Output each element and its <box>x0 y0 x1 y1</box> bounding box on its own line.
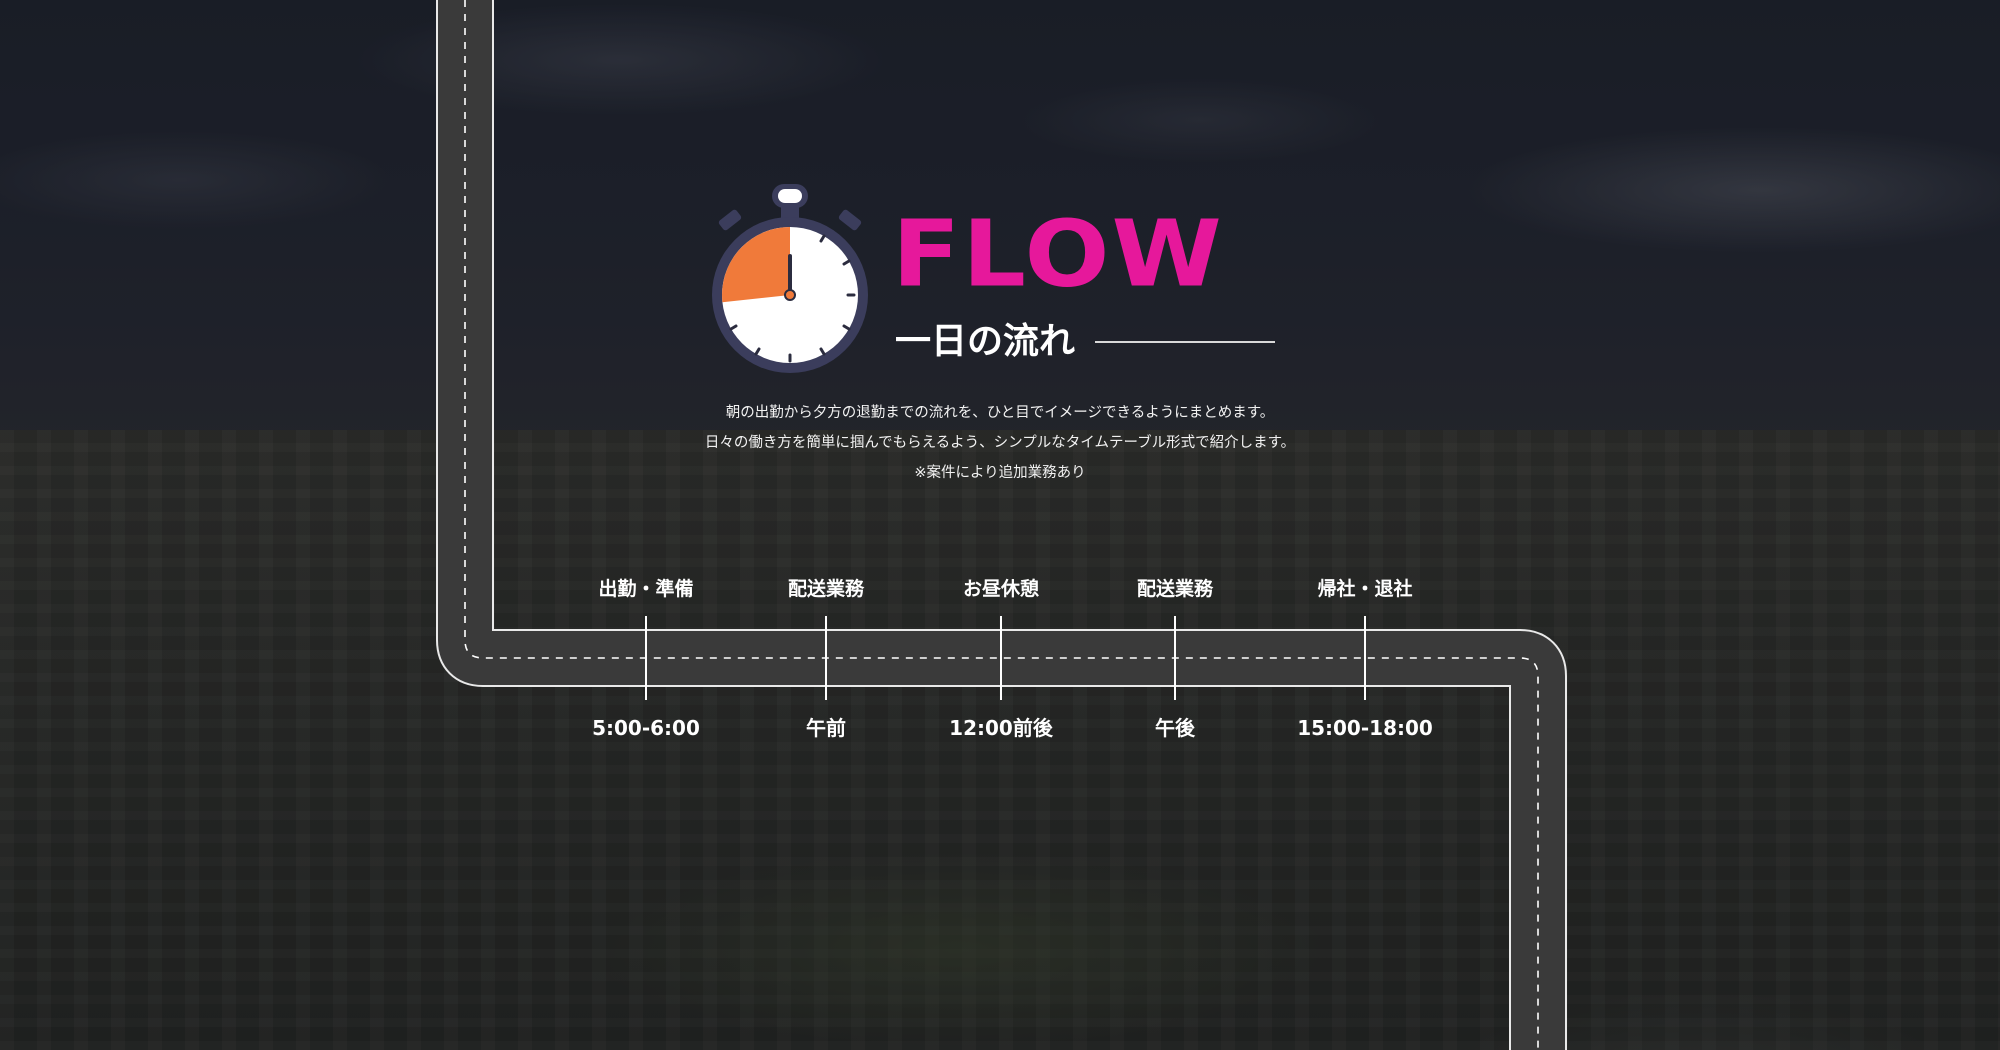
step-label: 帰社・退社 <box>1317 578 1413 600</box>
step-label: 配送業務 <box>1136 578 1213 600</box>
step-tick <box>1174 616 1176 700</box>
background-city <box>0 430 2000 1050</box>
step-time: 5:00-6:00 <box>592 716 700 740</box>
section-subtitle: 一日の流れ <box>895 321 1076 362</box>
step-label: お昼休憩 <box>962 578 1039 600</box>
intro-note: ※案件により追加業務あり <box>914 465 1086 481</box>
stopwatch-icon <box>712 184 868 373</box>
intro-line: 朝の出勤から夕方の退勤までの流れを、ひと目でイメージできるようにまとめます。 <box>725 405 1275 421</box>
step-tick <box>825 616 827 700</box>
step-time: 午後 <box>1155 716 1195 740</box>
background-sky <box>0 0 2000 470</box>
step-label: 出勤・準備 <box>598 578 694 600</box>
step-tick <box>645 616 647 700</box>
intro-text: 朝の出勤から夕方の退勤までの流れを、ひと目でイメージできるようにまとめます。 日… <box>600 398 1400 488</box>
intro-line: 日々の働き方を簡単に掴んでもらえるよう、シンプルなタイムテーブル形式で紹介します… <box>704 435 1296 451</box>
step-tick <box>1000 616 1002 700</box>
step-label: 配送業務 <box>787 578 864 600</box>
subtitle-divider <box>1095 341 1275 343</box>
step-time: 午前 <box>806 716 846 740</box>
section-title: FLOW <box>892 199 1224 308</box>
step-tick <box>1364 616 1366 700</box>
step-time: 15:00-18:00 <box>1297 716 1433 740</box>
step-time: 12:00前後 <box>949 716 1053 740</box>
